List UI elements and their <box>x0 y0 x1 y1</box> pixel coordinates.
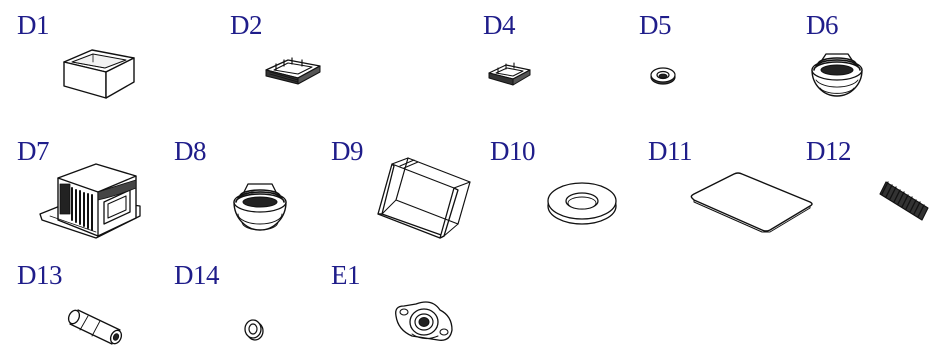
small-round-grommet-icon <box>650 67 676 85</box>
label-d4: D4 <box>483 10 516 40</box>
label-d7: D7 <box>17 136 50 166</box>
label-d10: D10 <box>490 136 536 166</box>
coil-spring-icon <box>879 181 929 221</box>
label-d11: D11 <box>648 136 693 166</box>
label-d13: D13 <box>17 260 63 290</box>
flat-washer-icon <box>547 182 617 225</box>
u-channel-icon <box>377 157 471 239</box>
cylindrical-bumper-icon <box>67 309 123 345</box>
label-d14: D14 <box>174 260 220 290</box>
small-ring-icon <box>244 319 264 341</box>
label-d2: D2 <box>230 10 263 40</box>
hemispherical-cap-icon <box>811 53 863 97</box>
rectangular-grommet-icon <box>265 57 321 85</box>
label-d12: D12 <box>806 136 852 166</box>
square-cap-icon <box>63 49 135 99</box>
small-rectangular-grommet-icon <box>488 62 531 86</box>
label-d6: D6 <box>806 10 839 40</box>
label-d5: D5 <box>639 10 672 40</box>
flange-bearing-icon <box>395 301 453 341</box>
hemispherical-cap-icon <box>233 183 287 231</box>
rubber-pad-icon <box>690 172 813 233</box>
label-e1: E1 <box>331 260 361 290</box>
label-d8: D8 <box>174 136 207 166</box>
housing-icon <box>39 163 141 239</box>
label-d1: D1 <box>17 10 50 40</box>
label-d9: D9 <box>331 136 364 166</box>
